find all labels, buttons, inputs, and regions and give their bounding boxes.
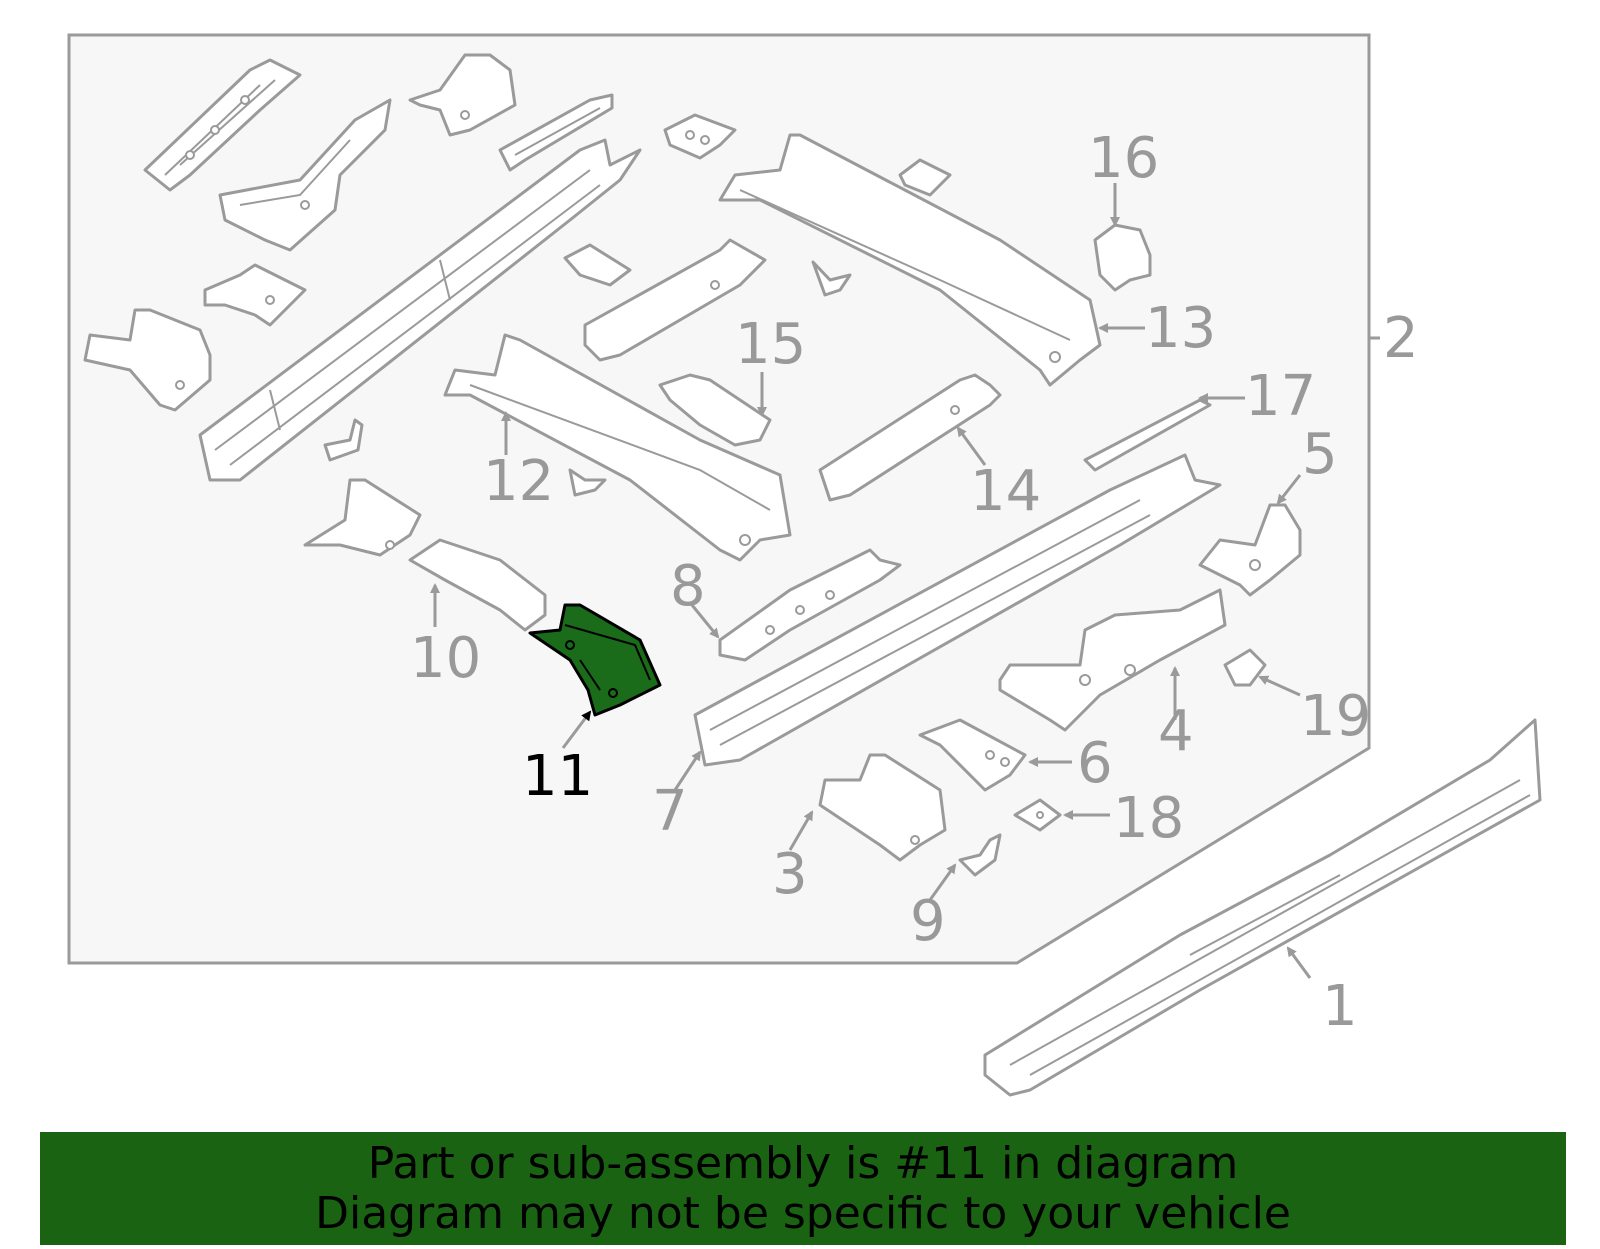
part-center-rail-upper xyxy=(583,238,767,362)
callout-19: 19 xyxy=(1300,684,1371,749)
callout-1: 1 xyxy=(1322,974,1358,1039)
callout-9: 9 xyxy=(910,889,946,954)
part-gusset-bracket xyxy=(218,98,392,252)
callout-11: 11 xyxy=(522,744,593,809)
part-13-cross-member xyxy=(718,133,1102,387)
callout-10: 10 xyxy=(410,626,481,691)
part-4-assembly xyxy=(998,588,1227,732)
part-17-strip xyxy=(1083,398,1212,472)
callout-3: 3 xyxy=(772,842,808,907)
callout-15: 15 xyxy=(735,312,806,377)
callout-8: 8 xyxy=(670,554,706,619)
banner-line-1: Part or sub-assembly is #11 in diagram xyxy=(367,1137,1239,1189)
banner-line-2: Diagram may not be specific to your vehi… xyxy=(315,1187,1291,1239)
callout-6: 6 xyxy=(1077,731,1113,796)
callout-7: 7 xyxy=(652,779,688,844)
part-small-clips xyxy=(323,260,852,497)
part-tower-bracket xyxy=(408,53,517,137)
part-small-plate-center xyxy=(563,243,632,287)
callout-4: 4 xyxy=(1158,699,1194,764)
leader-lines xyxy=(430,183,1380,979)
part-long-left-rail xyxy=(198,138,642,482)
part-small-bracket-top xyxy=(898,158,952,197)
callout-14: 14 xyxy=(970,459,1041,524)
part-1-rocker-rail xyxy=(983,718,1542,1097)
part-18-plate xyxy=(1013,798,1062,832)
part-5-bracket xyxy=(1198,503,1302,597)
part-8-rail xyxy=(718,548,902,662)
callout-2: 2 xyxy=(1383,306,1419,371)
part-7-rail xyxy=(693,453,1222,767)
part-top-center-plate xyxy=(663,113,737,160)
callout-12: 12 xyxy=(483,449,554,514)
callout-13: 13 xyxy=(1145,296,1216,361)
part-small-left-bracket xyxy=(203,263,307,327)
part-14-rail xyxy=(818,373,1002,502)
part-6-plate xyxy=(918,718,1027,792)
part-10-bracket xyxy=(303,478,547,632)
info-banner: Part or sub-assembly is #11 in diagram D… xyxy=(40,1132,1566,1245)
part-9-clip xyxy=(958,833,1002,877)
part-small-rail xyxy=(498,93,614,172)
part-15-piece xyxy=(658,373,772,447)
part-19-bracket xyxy=(1223,648,1267,687)
callout-5: 5 xyxy=(1302,422,1338,487)
part-3-bracket xyxy=(818,753,947,862)
part-left-lower-bracket xyxy=(83,308,212,412)
part-11-highlighted xyxy=(528,603,662,717)
part-12-cross-member xyxy=(443,333,792,562)
callout-16: 16 xyxy=(1088,126,1159,191)
part-16-bracket xyxy=(1093,223,1152,292)
part-upper-left-rail-bracket xyxy=(143,58,302,192)
callout-18: 18 xyxy=(1113,786,1184,851)
callout-17: 17 xyxy=(1245,364,1316,429)
